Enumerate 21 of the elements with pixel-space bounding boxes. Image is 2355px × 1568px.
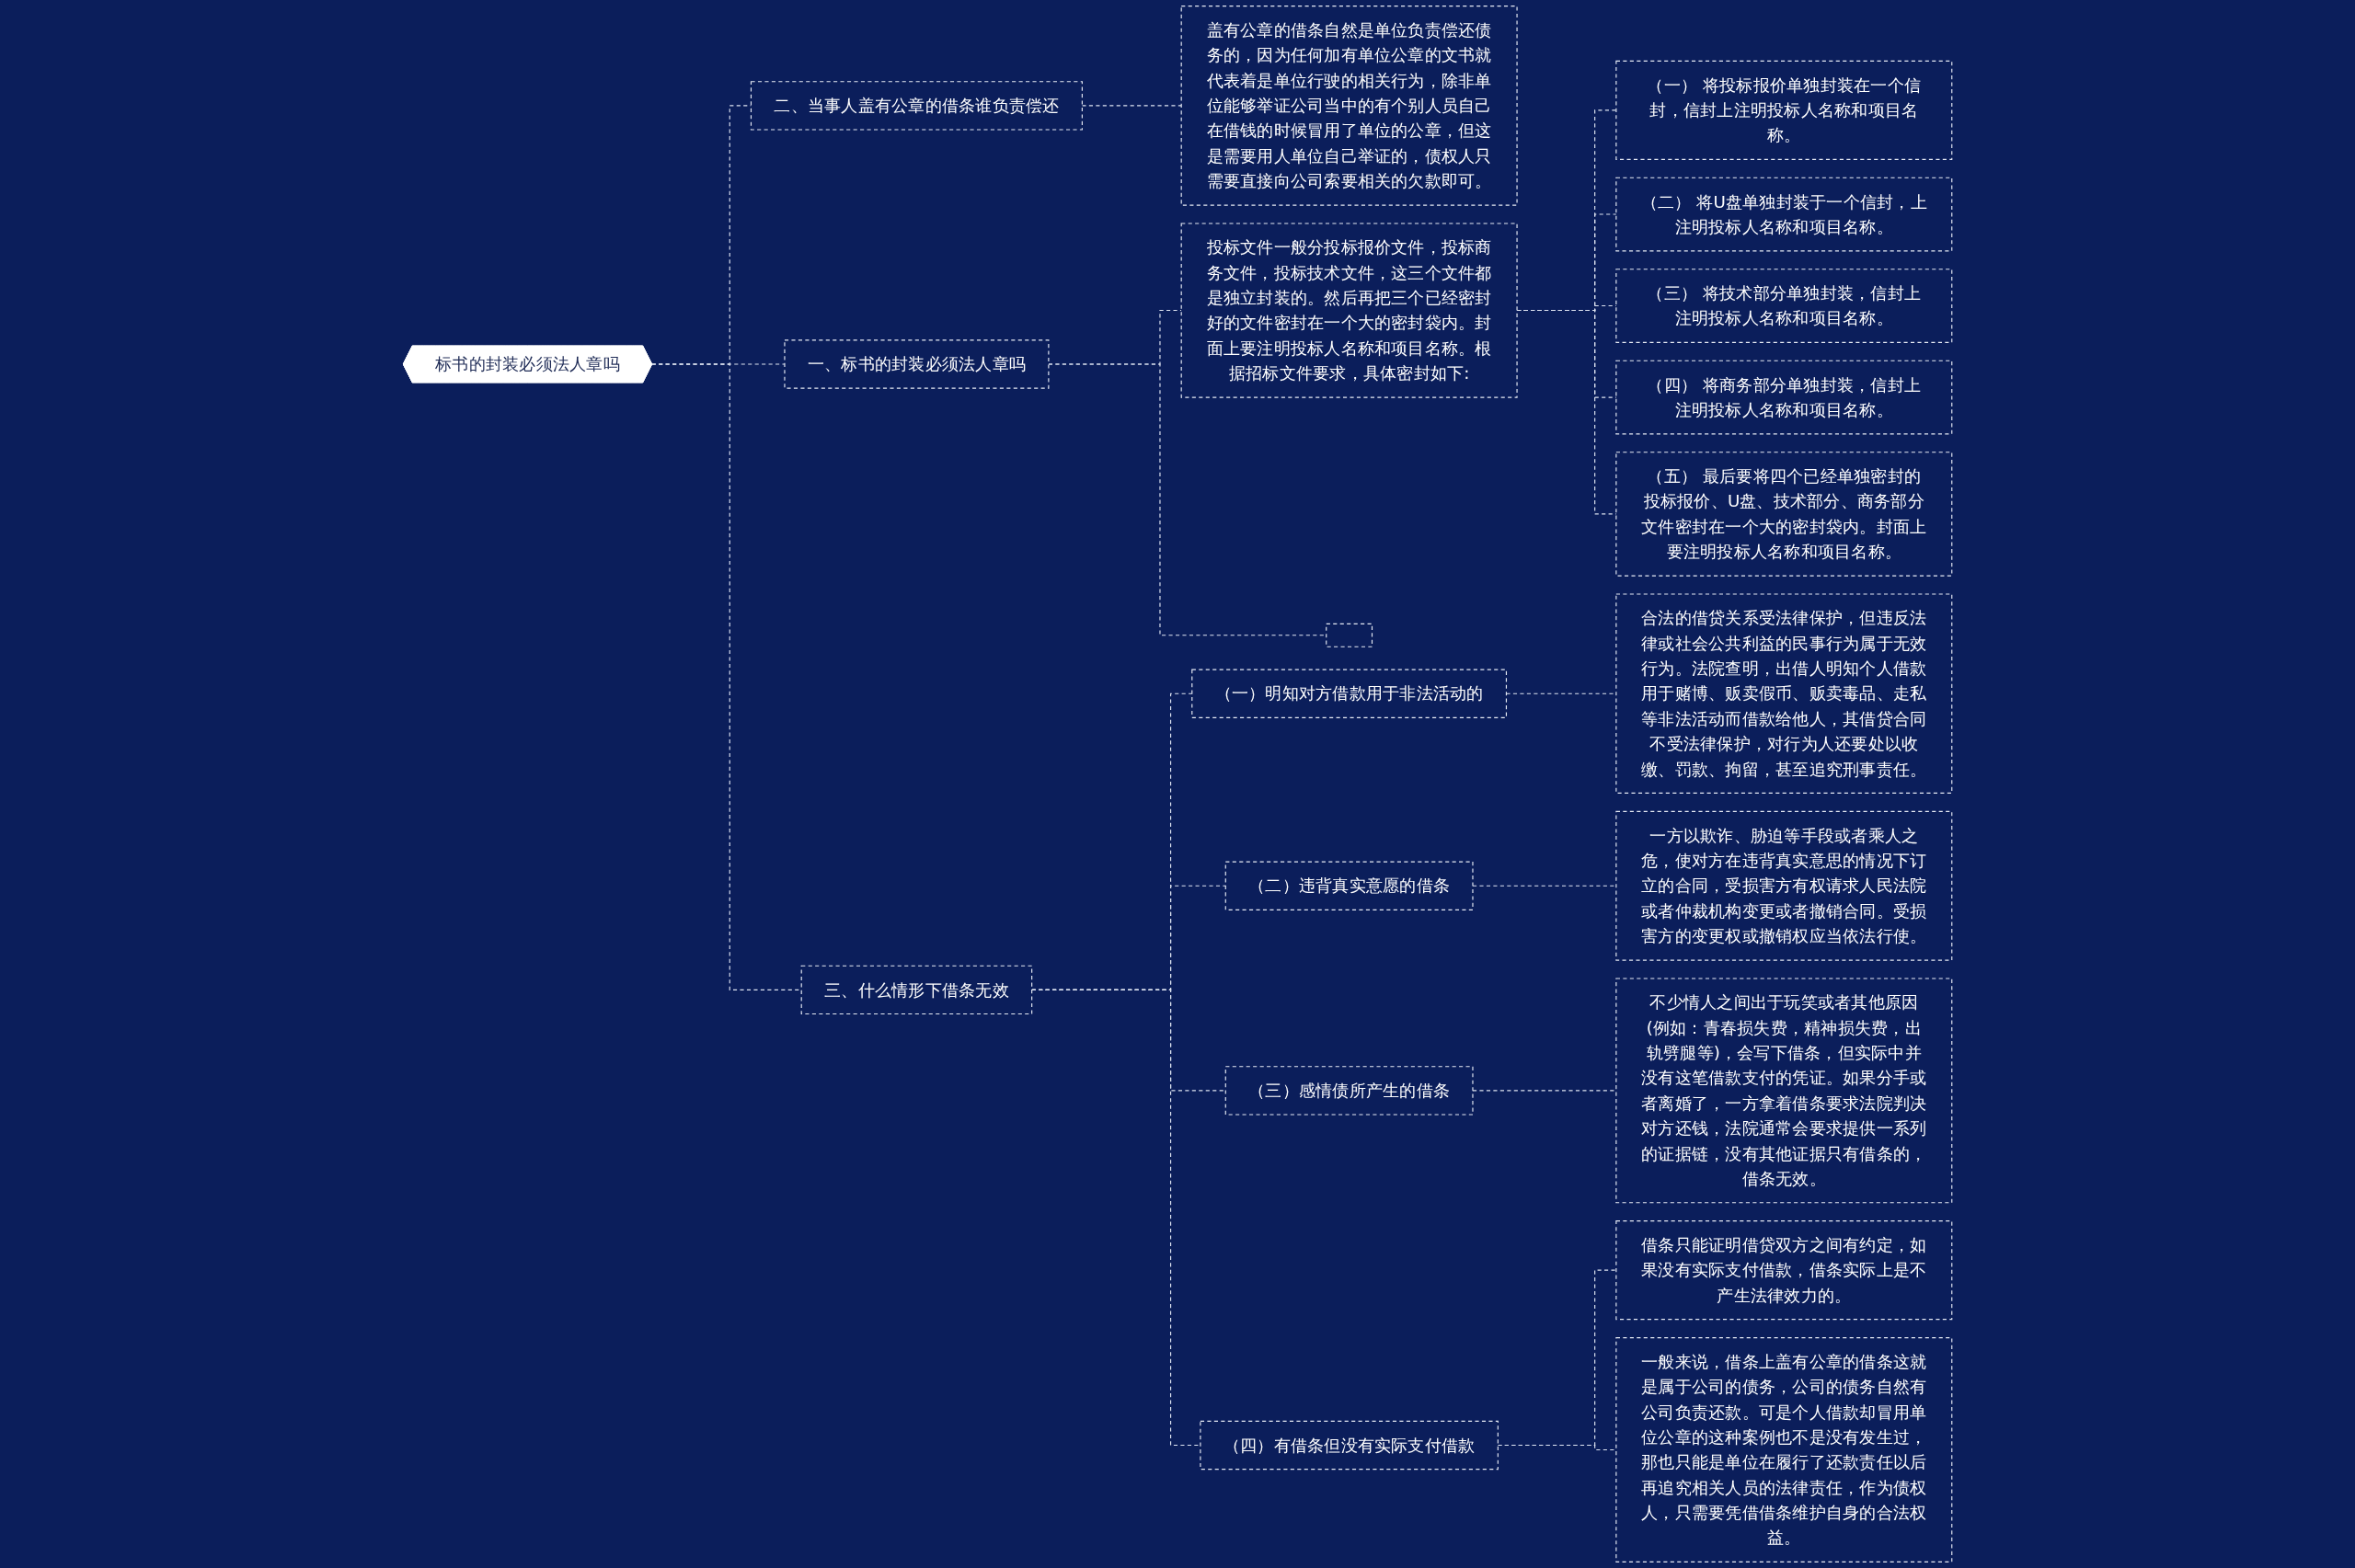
node-box <box>1615 60 1953 160</box>
node-box <box>1615 593 1953 795</box>
node-box <box>1615 978 1953 1204</box>
node-box <box>1615 452 1953 577</box>
connector <box>651 363 802 990</box>
node-box <box>784 339 1050 389</box>
node-box <box>1224 861 1474 910</box>
node-box <box>1615 360 1953 435</box>
node-box <box>1224 1066 1474 1116</box>
node-box <box>1191 669 1508 718</box>
node-box <box>750 81 1083 131</box>
node-box <box>1180 6 1518 206</box>
node-box <box>1615 1337 1953 1562</box>
node-box <box>1615 810 1953 961</box>
node-box <box>1615 177 1953 252</box>
node-box <box>1326 623 1373 647</box>
node-box <box>1615 1220 1953 1321</box>
node-box <box>1180 223 1518 398</box>
node-box <box>1200 1420 1499 1471</box>
node-box <box>800 965 1033 1015</box>
node-box <box>1615 269 1953 343</box>
